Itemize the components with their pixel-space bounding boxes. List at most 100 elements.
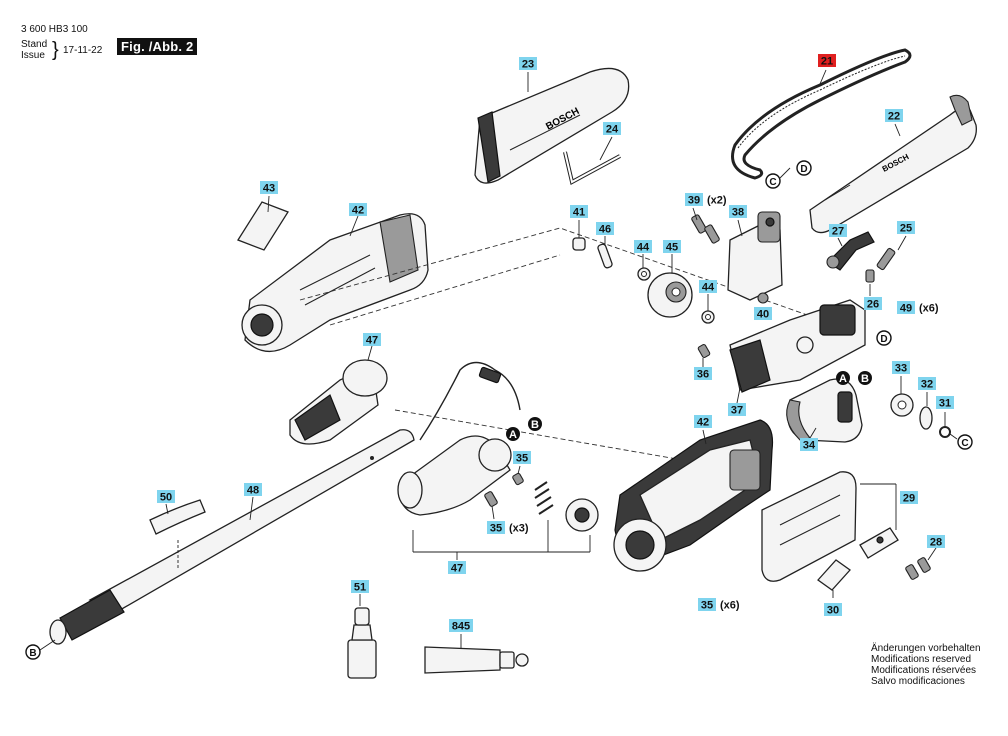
callout-36: 36 <box>694 367 712 381</box>
svg-text:21: 21 <box>821 56 833 68</box>
washer-upper <box>637 267 651 281</box>
callout-42-lower: 42 <box>694 415 712 429</box>
callout-35-housing: 35 <box>698 598 716 612</box>
handle-switch-housing <box>289 359 388 445</box>
cable-harness <box>419 361 521 441</box>
cover-plate <box>859 527 899 559</box>
label-30 <box>817 559 851 591</box>
chain-tensioner <box>727 211 783 301</box>
svg-text:29: 29 <box>903 493 915 505</box>
svg-text:47: 47 <box>451 563 463 575</box>
marker-b-handle: B <box>528 417 542 431</box>
qty-35-handle: (x3) <box>509 523 529 535</box>
svg-text:42: 42 <box>352 205 364 217</box>
callout-37: 37 <box>728 403 746 417</box>
callout-43: 43 <box>260 181 278 195</box>
adjusting-knob <box>826 231 875 271</box>
callout-29: 29 <box>900 491 918 505</box>
screw-39 <box>691 214 720 244</box>
svg-text:B: B <box>29 648 36 659</box>
marker-d-bar: D <box>796 160 812 176</box>
saw-chain <box>731 48 912 180</box>
svg-text:48: 48 <box>247 485 259 497</box>
callout-45: 45 <box>663 240 681 254</box>
gear-housing <box>729 299 866 393</box>
guide-bar: BOSCH <box>809 94 977 234</box>
svg-text:41: 41 <box>573 207 585 219</box>
callout-28: 28 <box>927 535 945 549</box>
marker-c-ring: C <box>957 434 973 450</box>
svg-text:30: 30 <box>827 605 839 617</box>
callout-32: 32 <box>918 377 936 391</box>
svg-text:A: A <box>509 429 517 441</box>
allen-key <box>563 151 621 186</box>
notice-de: Änderungen vorbehalten <box>871 643 981 654</box>
svg-text:B: B <box>861 373 869 385</box>
notice-fr: Modifications réservées <box>871 665 977 676</box>
callout-26: 26 <box>864 297 882 311</box>
svg-text:A: A <box>839 373 847 385</box>
issue-label: Issue <box>21 50 45 61</box>
marker-d-housing: D <box>876 330 892 346</box>
pin-26 <box>865 269 875 283</box>
callout-38: 38 <box>729 205 747 219</box>
svg-text:24: 24 <box>606 124 619 136</box>
label-plate <box>237 201 289 251</box>
svg-text:36: 36 <box>697 369 709 381</box>
svg-text:23: 23 <box>522 59 534 71</box>
svg-text:39: 39 <box>688 195 700 207</box>
callout-42-upper: 42 <box>349 203 367 217</box>
svg-text:40: 40 <box>757 309 769 321</box>
svg-text:42: 42 <box>697 417 709 429</box>
qty-49: (x6) <box>919 303 939 315</box>
svg-text:35: 35 <box>516 453 528 465</box>
callout-41: 41 <box>570 205 588 219</box>
callout-40: 40 <box>754 307 772 321</box>
stand-label: Stand <box>21 39 48 50</box>
callout-27: 27 <box>829 224 847 238</box>
callout-33: 33 <box>892 361 910 375</box>
svg-text:26: 26 <box>867 299 879 311</box>
svg-text:49: 49 <box>900 303 912 315</box>
marker-b-motor: B <box>858 371 872 385</box>
callout-50: 50 <box>157 490 175 504</box>
svg-text:45: 45 <box>666 242 678 254</box>
figure-title: Fig. /Abb. 2 <box>117 38 198 55</box>
housing-half-left <box>241 213 429 352</box>
svg-text:47: 47 <box>366 335 378 347</box>
sleeve <box>572 237 586 251</box>
callout-31: 31 <box>936 396 954 410</box>
callout-44-upper: 44 <box>634 240 652 254</box>
marker-a-motor: A <box>836 371 850 385</box>
svg-text:44: 44 <box>702 282 715 294</box>
callout-39: 39 <box>685 193 703 207</box>
qty-35-housing: (x6) <box>720 600 740 612</box>
washer-32 <box>919 406 933 430</box>
callout-49: 49 <box>897 301 915 315</box>
svg-text:28: 28 <box>930 537 942 549</box>
gear-ring <box>565 498 599 532</box>
tube-label <box>149 499 206 535</box>
callout-22: 22 <box>885 109 903 123</box>
callout-845: 845 <box>449 619 473 633</box>
svg-text:C: C <box>961 438 968 449</box>
spring <box>534 481 554 515</box>
screw-25 <box>876 247 896 271</box>
screw-28 <box>905 557 931 580</box>
sprocket-cover <box>761 471 857 582</box>
svg-text:25: 25 <box>900 223 912 235</box>
svg-text:38: 38 <box>732 207 744 219</box>
screw-35-handle <box>484 491 498 507</box>
notice-en: Modifications reserved <box>871 654 972 665</box>
callout-24: 24 <box>603 122 621 136</box>
callout-51: 51 <box>351 580 369 594</box>
grease-tube <box>424 646 529 674</box>
brace: } <box>52 39 59 61</box>
part-number: 3 600 HB3 100 <box>21 24 88 35</box>
callout-25: 25 <box>897 221 915 235</box>
issue-date: 17-11-22 <box>63 45 103 56</box>
pin <box>597 243 613 269</box>
svg-text:B: B <box>531 419 539 431</box>
callout-46: 46 <box>596 222 614 236</box>
